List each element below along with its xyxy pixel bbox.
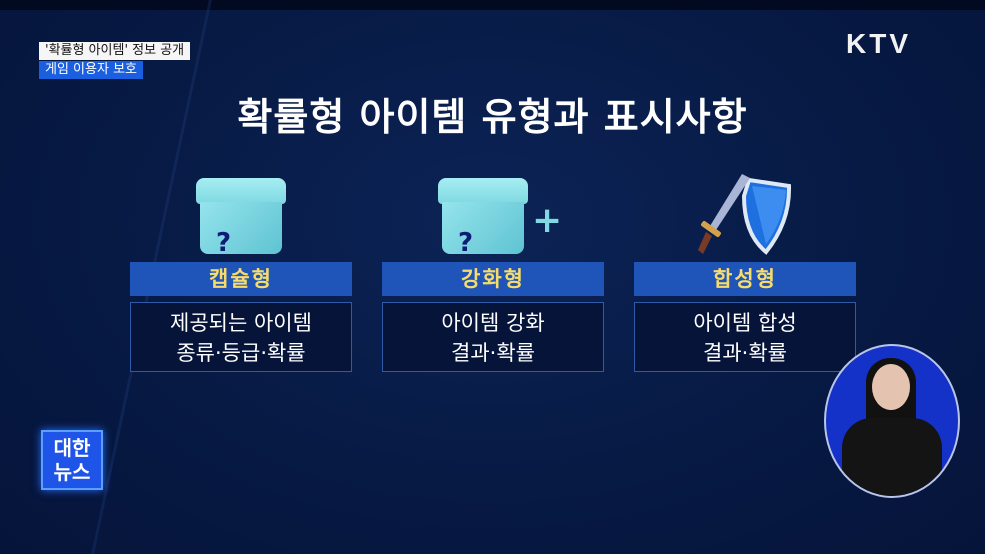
desc-line-1: 아이템 합성 (693, 311, 797, 335)
sign-language-interpreter (824, 344, 960, 498)
sword-shield-icon (698, 174, 792, 255)
type-description: 아이템 강화 결과·확률 (382, 302, 604, 372)
type-description: 아이템 합성 결과·확률 (634, 302, 856, 372)
badge-line-1: 대한 (53, 436, 91, 460)
ktv-logo: KTV (846, 28, 911, 59)
type-label: 강화형 (382, 262, 604, 296)
daehan-news-badge: 대한 뉴스 (41, 430, 103, 490)
type-label: 캡슐형 (130, 262, 352, 296)
top-bar (0, 0, 985, 10)
mystery-box-icon: ? (196, 178, 286, 258)
type-label: 합성형 (634, 262, 856, 296)
caption-headline: '확률형 아이템' 정보 공개 (39, 42, 191, 60)
item-type-synthesis: 합성형 아이템 합성 결과·확률 (634, 170, 856, 372)
desc-line-2: 결과·확률 (451, 341, 535, 365)
type-description: 제공되는 아이템 종류·등급·확률 (130, 302, 352, 372)
item-type-capsule: ? 캡슐형 제공되는 아이템 종류·등급·확률 (130, 170, 352, 372)
page-title: 확률형 아이템 유형과 표시사항 (237, 95, 748, 139)
desc-line-1: 아이템 강화 (441, 311, 545, 335)
desc-line-1: 제공되는 아이템 (170, 311, 312, 335)
caption-subhead: 게임 이용자 보호 (39, 61, 143, 79)
desc-line-2: 종류·등급·확률 (176, 341, 306, 365)
badge-line-2: 뉴스 (53, 460, 91, 484)
item-type-enhance: ? + 강화형 아이템 강화 결과·확률 (382, 170, 604, 372)
mystery-box-icon: ? (438, 178, 528, 258)
desc-line-2: 결과·확률 (703, 341, 787, 365)
plus-icon: + (532, 200, 563, 241)
